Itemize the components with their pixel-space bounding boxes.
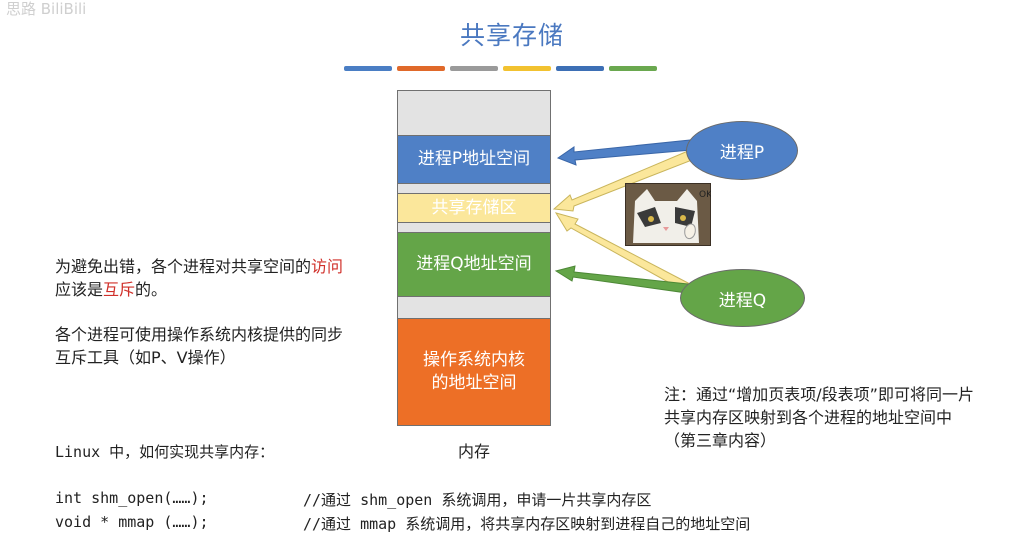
strip-seg	[503, 66, 551, 71]
color-strip	[344, 66, 657, 73]
arrow-q-to-q-space	[554, 265, 689, 294]
mutex-highlight: 互斥	[103, 280, 136, 300]
strip-seg	[344, 66, 392, 71]
comment-shm-open: //通过 shm_open 系统调用，申请一片共享内存区	[303, 491, 652, 509]
page-title: 共享存储	[459, 21, 564, 50]
process-p-node: 进程P	[686, 121, 798, 180]
code-shm-open: int shm_open(……);	[55, 489, 209, 507]
process-q-node: 进程Q	[680, 269, 805, 327]
page-table-note: 注：通过“增加页表项/段表项”即可将同一片共享内存区映射到各个进程的地址空间中（…	[664, 385, 974, 451]
q-address-space: 进程Q地址空间	[397, 232, 551, 297]
strip-seg	[450, 66, 498, 71]
comment-mmap: //通过 mmap 系统调用，将共享内存区映射到进程自己的地址空间	[303, 515, 751, 533]
watermark: 思路 BiliBili	[6, 0, 87, 18]
mutex-description: 为避免出错，各个进程对共享空间的访问应该是互斥的。	[55, 255, 345, 301]
strip-seg	[397, 66, 445, 71]
sync-tools-description: 各个进程可使用操作系统内核提供的同步互斥工具（如P、V操作）	[55, 325, 344, 368]
mutex-text-e: 的。	[135, 280, 168, 300]
code-mmap: void * mmap (……);	[55, 513, 209, 531]
arrow-p-to-p-space	[556, 139, 692, 166]
mutex-text-a: 为避免出错，各个进程对共享空间的	[55, 257, 312, 276]
svg-text:OK: OK	[699, 190, 711, 200]
shared-memory-area: 共享存储区	[397, 193, 551, 223]
os-kernel-space: 操作系统内核的地址空间	[397, 318, 551, 426]
strip-seg	[609, 66, 657, 71]
memory-caption: 内存	[457, 442, 490, 461]
mutex-text-c: 应该是	[55, 280, 104, 300]
arrow-p-to-shared	[552, 150, 693, 212]
access-highlight: 访问	[311, 257, 344, 276]
cat-meme-image: OK	[625, 183, 711, 246]
linux-question: Linux 中，如何实现共享内存：	[55, 443, 275, 461]
strip-seg	[556, 66, 604, 71]
p-address-space: 进程P地址空间	[397, 135, 551, 184]
